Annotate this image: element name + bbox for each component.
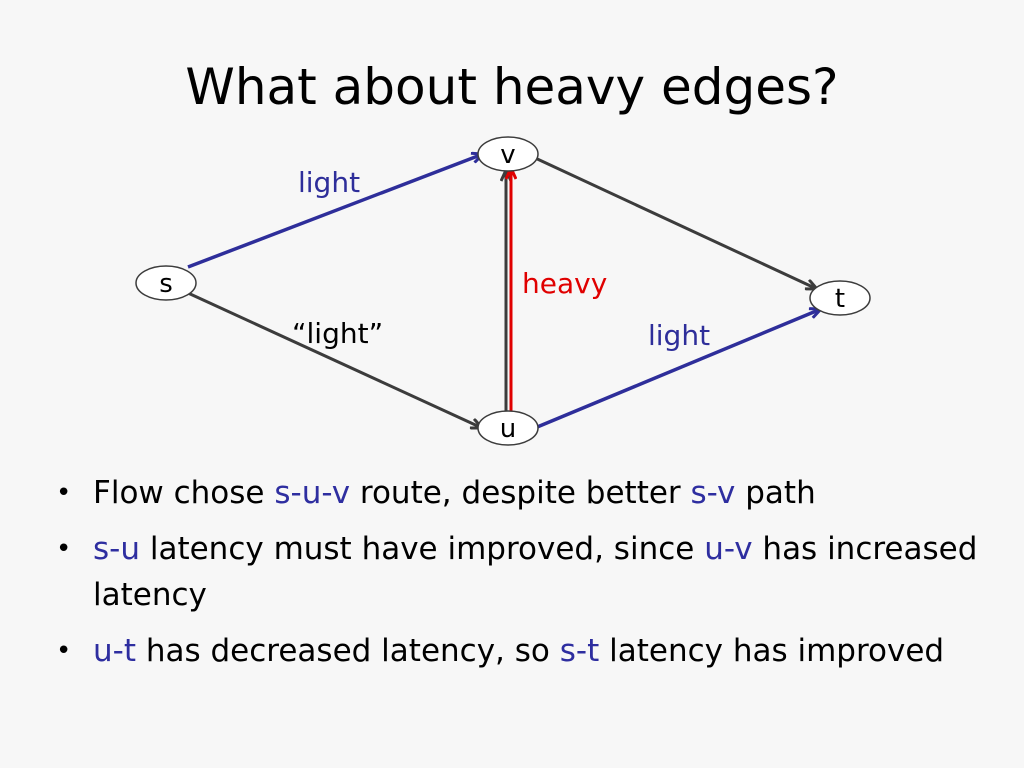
node-t: t [809, 280, 871, 316]
node-u-label: u [500, 414, 516, 444]
edge-v-t [532, 155, 817, 289]
bullet-item: • u-t has decreased latency, so s-t late… [50, 628, 990, 674]
bullet-item: • s-u latency must have improved, since … [50, 526, 990, 618]
bullet-dot-icon: • [56, 534, 72, 564]
node-u: u [477, 410, 539, 446]
bullet-part: has increased latency [93, 531, 978, 613]
edge-label-u-t: light [648, 319, 710, 352]
edge-label-s-u: “light” [292, 317, 383, 350]
bullet-dot-icon: • [56, 636, 72, 666]
bullet-highlight: u-v [704, 531, 753, 567]
bullet-item: • Flow chose s-u-v route, despite better… [50, 470, 990, 516]
node-v-label: v [500, 140, 515, 170]
flow-network-diagram: v s t u light “light” heavy light [135, 136, 871, 446]
bullet-list: • Flow chose s-u-v route, despite better… [50, 470, 990, 684]
bullet-highlight: s-t [559, 633, 600, 669]
node-v: v [477, 136, 539, 172]
bullet-highlight: u-t [93, 633, 136, 669]
bullet-part: has decreased latency, so [136, 633, 560, 669]
edge-label-u-v: heavy [522, 267, 607, 300]
bullet-part: route, despite better [350, 475, 691, 511]
bullet-dot-icon: • [56, 478, 72, 508]
edge-s-u [187, 291, 482, 428]
edge-label-s-v: light [298, 166, 360, 199]
node-t-label: t [835, 284, 845, 314]
bullet-part: Flow chose [93, 475, 275, 511]
edge-s-v [187, 154, 483, 269]
node-s-label: s [159, 269, 173, 299]
bullet-part: latency has improved [599, 633, 945, 669]
bullet-part: path [735, 475, 816, 511]
bullet-highlight: s-v [690, 475, 736, 511]
bullet-highlight: s-u-v [274, 475, 351, 511]
bullet-highlight: s-u [93, 531, 140, 567]
slide-title: What about heavy edges? [185, 58, 839, 116]
bullet-part: latency must have improved, since [139, 531, 705, 567]
node-s: s [135, 265, 197, 301]
edge-u-t [529, 309, 821, 432]
